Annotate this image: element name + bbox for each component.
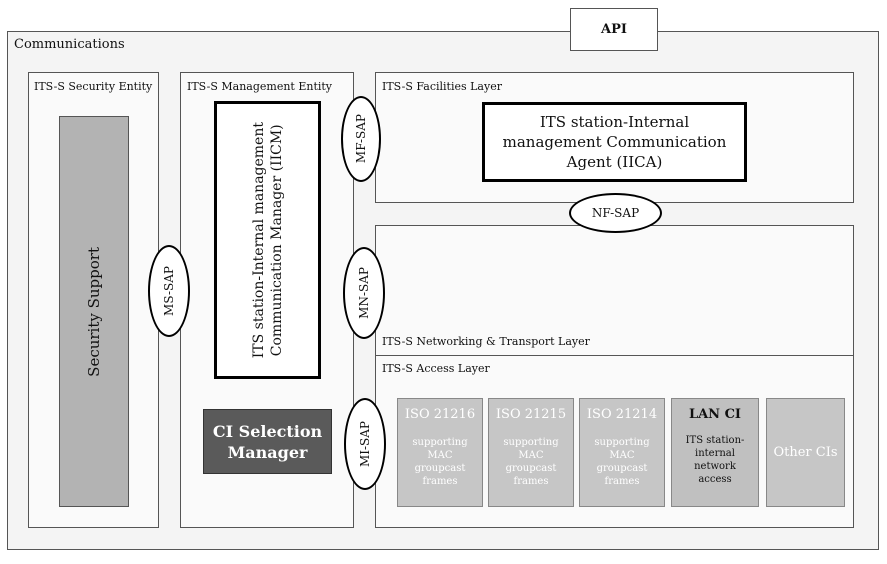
mi-sap-label: MI-SAP — [358, 420, 372, 468]
ci-other: Other CIs — [766, 398, 845, 507]
iica-box: ITS station-Internal management Communic… — [482, 102, 747, 182]
networking-layer-title: ITS-S Networking & Transport Layer — [382, 335, 590, 348]
iicm-line2: Communication Manager (IICM) — [268, 124, 285, 356]
mn-sap-label: MN-SAP — [357, 267, 371, 319]
ci-desc: frames — [604, 476, 640, 487]
management-entity-title: ITS-S Management Entity — [187, 80, 333, 93]
security-support-label: Security Support — [85, 246, 103, 377]
ci-desc: ITS station- — [685, 435, 745, 446]
ci-desc: MAC — [518, 450, 544, 461]
ci-title: LAN CI — [688, 407, 742, 422]
ci-desc: supporting — [412, 437, 468, 448]
ci-title: ISO 21215 — [495, 407, 567, 422]
ci-selection-line2: Manager — [227, 442, 308, 462]
nf-sap-label: NF-SAP — [591, 206, 640, 220]
ci-desc: groupcast — [596, 463, 648, 474]
ci-desc: groupcast — [505, 463, 557, 474]
security-entity-title: ITS-S Security Entity — [34, 80, 153, 93]
ci-selection-line1: CI Selection — [212, 421, 323, 441]
ci-desc: supporting — [503, 437, 559, 448]
api-box: API — [570, 8, 658, 51]
ci-title: ISO 21216 — [404, 407, 476, 422]
iicm-box: ITS station-Internal management Communic… — [214, 101, 321, 379]
iica-line2: management Communication — [502, 133, 727, 151]
iicm-line1: ITS station-Internal management — [250, 121, 267, 359]
ci-title: ISO 21214 — [586, 407, 658, 422]
iica-line1: ITS station-Internal — [539, 113, 690, 131]
ci-desc: frames — [422, 476, 458, 487]
ci-iso-21214: ISO 21214 supporting MAC groupcast frame… — [579, 398, 665, 507]
api-label: API — [601, 22, 627, 37]
mf-sap-label: MF-SAP — [354, 114, 368, 164]
networking-layer — [375, 225, 854, 356]
mn-sap-ellipse: MN-SAP — [343, 247, 385, 339]
security-support-box: Security Support — [59, 116, 129, 507]
ci-desc: access — [698, 474, 732, 485]
ci-desc: frames — [513, 476, 549, 487]
facilities-layer-title: ITS-S Facilities Layer — [382, 80, 502, 93]
nf-sap-ellipse: NF-SAP — [569, 193, 662, 233]
iica-line3: Agent (IICA) — [566, 153, 663, 171]
ms-sap-label: MS-SAP — [162, 266, 176, 316]
ci-iso-21215: ISO 21215 supporting MAC groupcast frame… — [488, 398, 574, 507]
ci-desc: groupcast — [414, 463, 466, 474]
ci-lan: LAN CI ITS station- internal network acc… — [671, 398, 759, 507]
ci-desc: MAC — [427, 450, 453, 461]
ci-selection-manager-box: CI Selection Manager — [203, 409, 332, 474]
ci-iso-21216: ISO 21216 supporting MAC groupcast frame… — [397, 398, 483, 507]
ci-title: Other CIs — [773, 445, 838, 460]
ci-desc: MAC — [609, 450, 635, 461]
communications-label: Communications — [14, 37, 125, 52]
ci-desc: network — [694, 461, 736, 472]
ms-sap-ellipse: MS-SAP — [148, 245, 190, 337]
mf-sap-ellipse: MF-SAP — [341, 96, 381, 182]
ci-desc: supporting — [594, 437, 650, 448]
ci-desc: internal — [695, 448, 735, 459]
access-layer-title: ITS-S Access Layer — [382, 362, 490, 375]
mi-sap-ellipse: MI-SAP — [344, 398, 386, 490]
